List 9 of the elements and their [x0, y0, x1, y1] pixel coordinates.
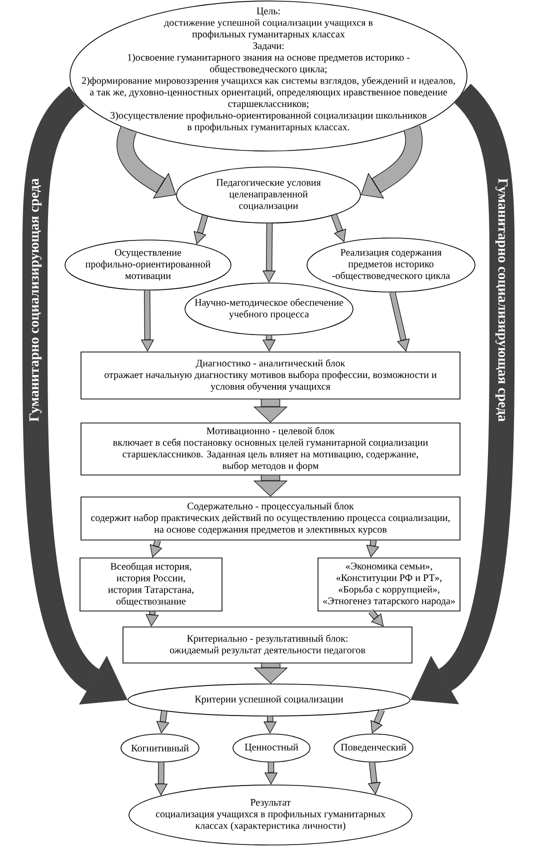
courses-box: «Экономика семьи», «Конституции РФ и РТ», «Борьба с коррупцией», «Этногенез татарского народа» [318, 558, 460, 612]
arrow [194, 214, 208, 244]
block-box: Диагностико - аналитический блок отражает начальную диагностику мотивов выбора профессии, возможности и условия обучения учащихся [80, 352, 460, 400]
edge-label: Гуманитарно социализирующая среда [494, 177, 509, 423]
block-box: Содержательно - процессуальный блок содержит набор практических действий по осуществлению процесса социализации, на основе содержания предметов и элективных курсов [80, 496, 460, 540]
block-box: Критериально - результативный блок: ожидаемый результат деятельности педагогов [122, 626, 412, 664]
block-box: Мотивационно - целевой блок включает в себя постановку основных целей гуманитарной социализации старшеклассников. Заданная цель влияет на мотивацию, содержание, выбор методов и форм [80, 422, 460, 476]
edge-label: Гуманитарно социализирующая среда [28, 177, 43, 423]
subjects-box: Всеобщая история, история России, история Татарстана, обществознание [80, 558, 222, 612]
